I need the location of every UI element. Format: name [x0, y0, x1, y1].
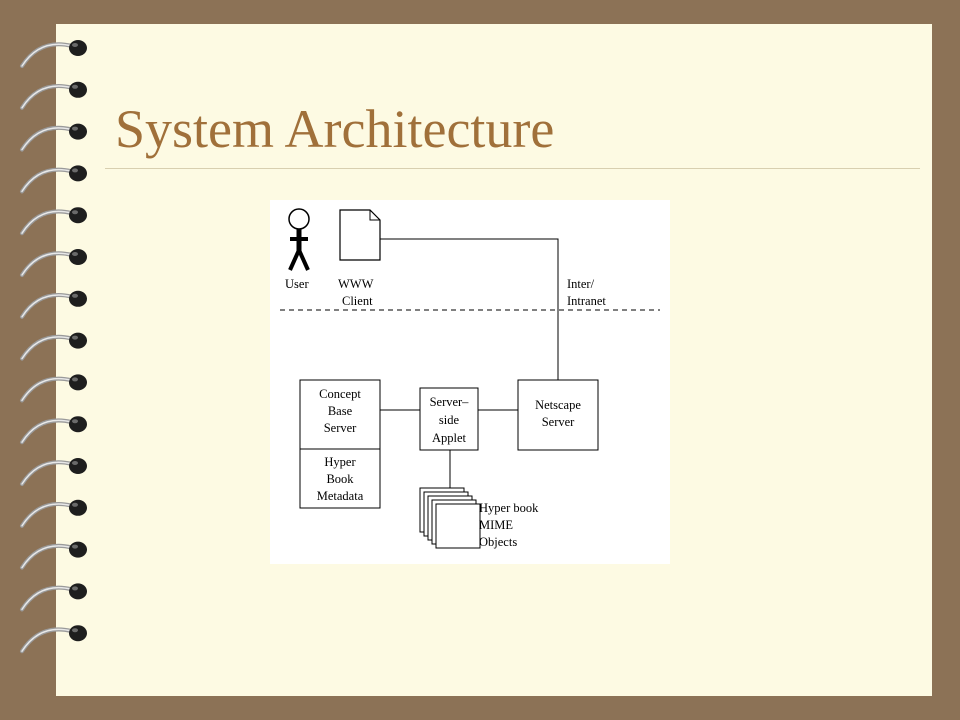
user-label: User: [285, 277, 309, 291]
mime-objects-stack: [419, 487, 481, 549]
architecture-diagram: User WWW Client Inter/ Intranet Concept …: [270, 200, 670, 564]
binding-ring: [20, 583, 87, 612]
binding-ring: [20, 165, 87, 194]
binding-ring: [20, 40, 87, 68]
slide-title: System Architecture: [115, 99, 555, 159]
netscape-server-box: [517, 379, 599, 451]
binding-ring: [20, 541, 87, 570]
concept-base-label-2: Base: [328, 404, 353, 418]
mime-label-1: Hyper book: [479, 501, 539, 515]
mime-label-3: Objects: [479, 535, 517, 549]
network-label-2: Intranet: [567, 294, 606, 308]
binding-ring: [20, 499, 87, 528]
netscape-label-2: Server: [542, 415, 575, 429]
netscape-label-1: Netscape: [535, 398, 581, 412]
document-icon: [339, 209, 381, 261]
applet-label-2: side: [439, 413, 460, 427]
metadata-label-3: Metadata: [317, 489, 364, 503]
network-link: [380, 238, 559, 380]
applet-box: [419, 387, 479, 451]
user-icon: [288, 208, 310, 271]
metadata-label-1: Hyper: [324, 455, 356, 469]
binding-ring: [20, 207, 87, 236]
binding-ring: [20, 123, 87, 152]
concept-base-label-1: Concept: [319, 387, 361, 401]
network-label-1: Inter/: [567, 277, 595, 291]
mime-label-2: MIME: [479, 518, 513, 532]
www-client-label-1: WWW: [338, 277, 374, 291]
applet-label-1: Server–: [430, 395, 470, 409]
binding-ring: [20, 416, 87, 445]
binding-ring: [20, 625, 87, 654]
metadata-label-2: Book: [326, 472, 354, 486]
www-client-label-2: Client: [342, 294, 373, 308]
applet-label-3: Applet: [432, 431, 467, 445]
binding-ring: [20, 332, 87, 361]
concept-base-box: [299, 379, 381, 509]
concept-base-label-3: Server: [324, 421, 357, 435]
binding-ring: [20, 81, 87, 110]
binding-ring: [20, 249, 87, 277]
binding-ring: [20, 458, 87, 486]
binding-ring: [20, 374, 87, 403]
spiral-binding: [20, 40, 87, 654]
title-underline: [105, 168, 920, 169]
binding-ring: [20, 290, 87, 319]
